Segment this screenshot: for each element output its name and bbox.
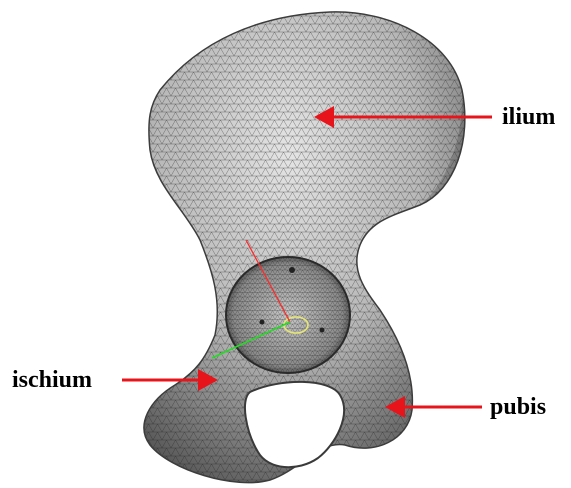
label-ilium: ilium <box>502 105 555 129</box>
acetabulum-socket <box>226 257 350 373</box>
label-ischium: ischium <box>12 368 92 392</box>
arrow-pubis <box>385 396 482 418</box>
label-pubis: pubis <box>490 395 546 419</box>
obturator-foramen <box>245 382 344 467</box>
